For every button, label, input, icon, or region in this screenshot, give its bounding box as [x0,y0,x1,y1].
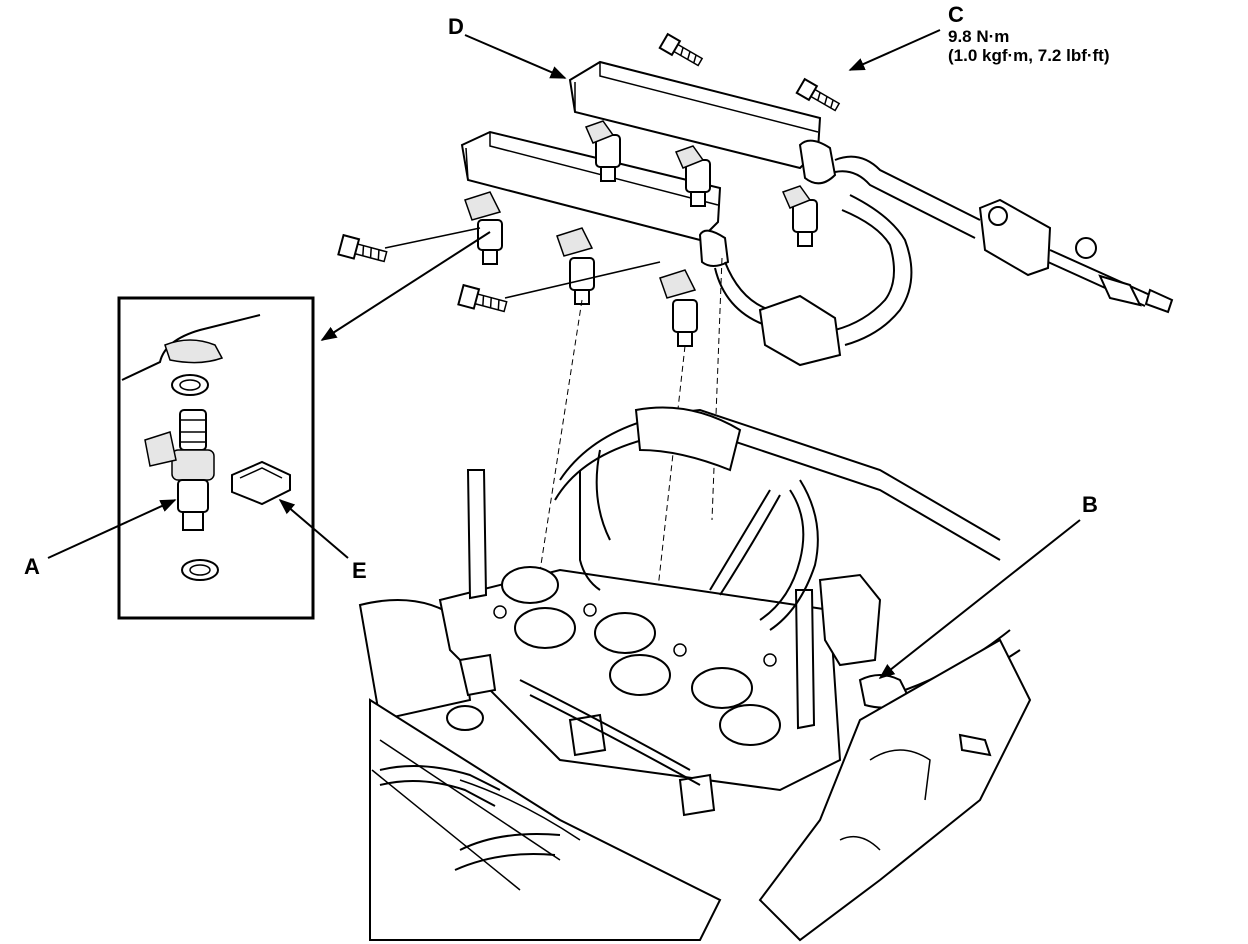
label-b: B [1082,492,1098,517]
o-ring-lower [181,559,219,581]
torque-conversion: (1.0 kgf·m, 7.2 lbf·ft) [948,46,1110,65]
label-c: C [948,2,964,27]
injectors-on-rails [464,120,818,347]
fuel-feed-hose [714,155,1174,367]
fuel-rail-upper [568,60,837,185]
fuel-injector-a [144,409,215,531]
label-a: A [24,554,40,579]
leader-a [47,499,177,559]
mounting-bolts [337,32,841,313]
leader-d [464,34,567,79]
leader-c [848,29,941,71]
label-d: D [448,14,464,39]
leader-b [878,519,1081,679]
injector-detail-inset [117,296,315,620]
fuel-rail-lower [460,130,730,267]
alignment-lines [519,257,723,751]
intake-manifold-area [358,406,1032,942]
leader-inset [320,231,491,341]
label-e: E [352,558,367,583]
torque-value: 9.8 N·m [948,27,1009,46]
o-ring-upper [171,374,209,396]
injector-clip-e [231,460,291,506]
leader-e [278,498,349,559]
